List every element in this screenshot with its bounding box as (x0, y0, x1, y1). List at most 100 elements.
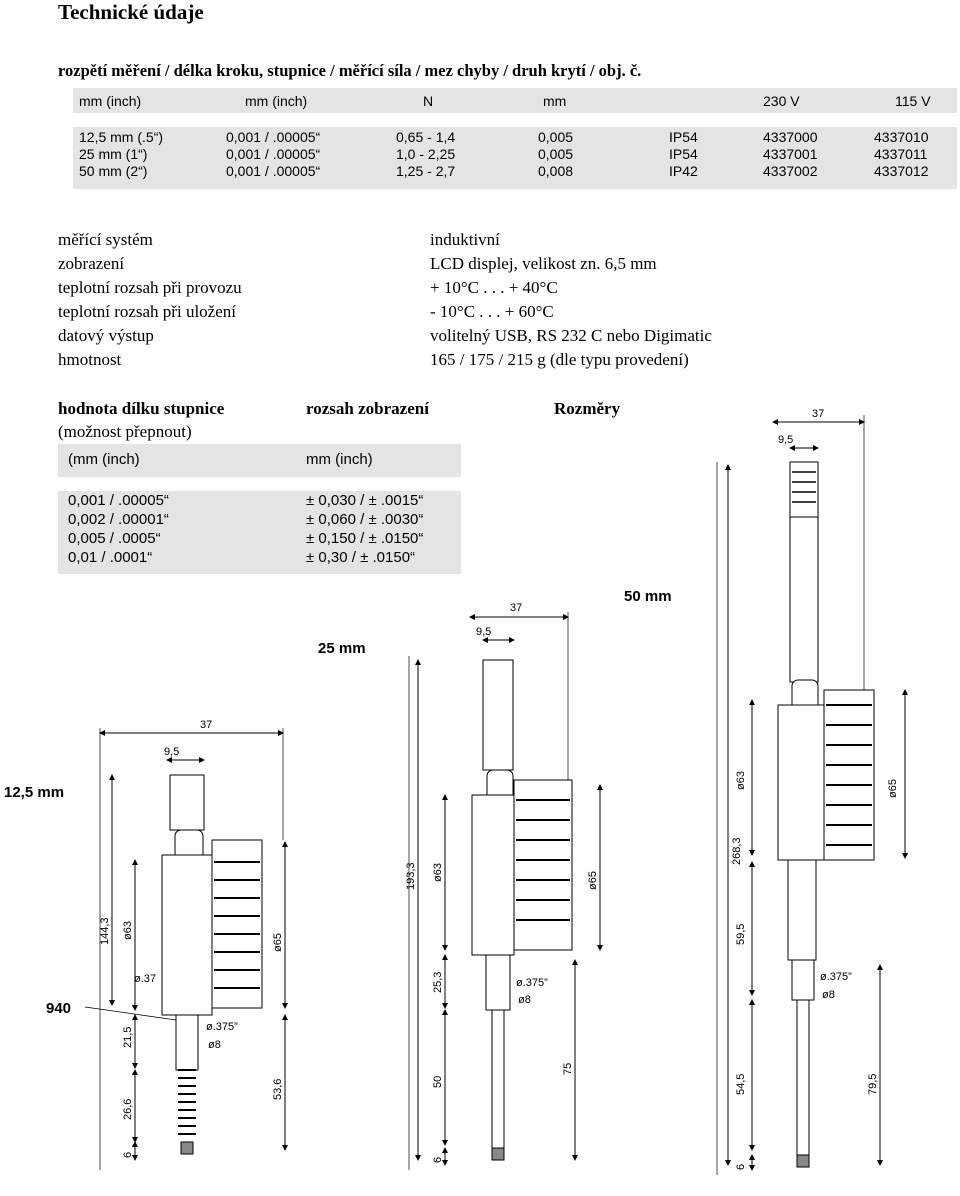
table2-cell: ± 0,30 / ± .0150“ (306, 549, 416, 566)
dim-label: ø8 (208, 1039, 221, 1051)
dim-label: 59,5 (735, 924, 747, 945)
spec-value: 165 / 175 / 215 g (dle typu provedení) (430, 350, 689, 369)
dim-label: ø8 (518, 994, 531, 1006)
table1-header-step: mm (inch) (245, 93, 308, 109)
range-heading: rozsah zobrazení (306, 399, 429, 418)
table1-cell: 4337012 (874, 163, 929, 179)
table1-header-force: N (423, 93, 434, 109)
dim-label: 193,3 (405, 862, 417, 890)
resolution-table: (mm (inch) mm (inch) 0,001 / .00005“ ± 0… (58, 444, 461, 574)
dim-label: ø65 (587, 871, 599, 890)
dim-label: 75 (562, 1063, 574, 1075)
dim-label: 9,5 (476, 626, 491, 638)
table1-cell: 0,001 / .00005“ (226, 163, 321, 179)
table2-cell: ± 0,030 / ± .0015“ (306, 492, 424, 509)
table1-cell: 0,001 / .00005“ (226, 129, 321, 145)
dim-label: ø.375” (820, 971, 852, 983)
table2-cell: ± 0,150 / ± .0150“ (306, 530, 424, 547)
table1-cell: IP54 (669, 129, 698, 145)
spec-label: datový výstup (58, 326, 154, 345)
dim-label: 50 (432, 1076, 444, 1088)
drawing-label-50: 50 mm (624, 588, 672, 605)
table1-cell: IP54 (669, 146, 698, 162)
table1-cell: 12,5 mm (.5“) (79, 129, 164, 145)
table2-cell: 0,005 / .0005“ (68, 530, 161, 547)
dim-label: 54,5 (735, 1074, 747, 1095)
table1-cell: IP42 (669, 163, 698, 179)
table1-cell: 1,25 - 2,7 (396, 163, 456, 179)
resolution-heading: hodnota dílku stupnice (58, 399, 225, 418)
page-title: Technické údaje (58, 0, 204, 24)
table1-cell: 4337002 (763, 163, 818, 179)
spec-label: teplotní rozsah při uložení (58, 302, 236, 321)
drawing-50mm (716, 415, 908, 1175)
dim-label: 268,3 (731, 837, 743, 865)
table1-header-error: mm (543, 93, 567, 109)
dim-label: 6 (735, 1164, 747, 1170)
table1-cell: 1,0 - 2,25 (396, 146, 456, 162)
table1-caption: rozpětí měření / délka kroku, stupnice /… (58, 61, 642, 80)
dim-label: ø63 (432, 863, 444, 882)
spec-label: hmotnost (58, 350, 122, 369)
table1-cell: 25 mm (1“) (79, 146, 148, 162)
spec-value: + 10°C . . . + 40°C (430, 278, 558, 297)
spec-label: zobrazení (58, 254, 125, 273)
table1-cell: 4337010 (874, 129, 929, 145)
table1-cell: 4337001 (763, 146, 818, 162)
dim-label: ø63 (122, 921, 134, 940)
table1-cell: 0,005 (538, 146, 574, 162)
table2-cell: ± 0,060 / ± .0030“ (306, 511, 424, 528)
table1-separator (73, 113, 957, 127)
table2-header: mm (inch) (306, 451, 373, 468)
table1-cell: 0,008 (538, 163, 574, 179)
part-number-label: 940 (46, 1000, 71, 1017)
dim-label: 25,3 (432, 972, 444, 993)
table1-cell: 4337011 (874, 146, 928, 162)
table1-cell: 50 mm (2“) (79, 163, 148, 179)
dim-label: ø.37 (134, 973, 156, 985)
table2-header: (mm (inch) (68, 451, 140, 468)
spec-value: LCD displej, velikost zn. 6,5 mm (430, 254, 657, 273)
drawing-label-12-5: 12,5 mm (4, 784, 64, 801)
table1-cell: 4337000 (763, 129, 818, 145)
table1-cell: 0,001 / .00005“ (226, 146, 321, 162)
table2-cell: 0,001 / .00005“ (68, 492, 169, 509)
dim-label: 37 (510, 602, 522, 614)
dim-label: ø65 (272, 933, 284, 952)
dim-label: 9,5 (164, 746, 179, 758)
drawing-12-5mm (84, 728, 288, 1170)
table1-cell: 0,65 - 1,4 (396, 129, 456, 145)
dim-label: 37 (200, 719, 212, 731)
table2-separator (58, 477, 461, 491)
dim-label: ø.375” (206, 1021, 238, 1033)
drawing-label-25: 25 mm (318, 640, 366, 657)
drawing-25mm (408, 612, 603, 1170)
spec-value: induktivní (430, 230, 500, 249)
spec-label: teplotní rozsah při provozu (58, 278, 242, 297)
dim-label: 26,6 (122, 1099, 134, 1120)
dimensions-heading: Rozměry (554, 399, 621, 418)
table2-cell: 0,01 / .0001“ (68, 549, 153, 566)
dim-label: 79,5 (867, 1074, 879, 1095)
spec-label: měřící systém (58, 230, 153, 249)
table1-header-range: mm (inch) (79, 93, 142, 109)
dim-label: 53,6 (272, 1079, 284, 1100)
table1-cell: 0,005 (538, 129, 574, 145)
dim-label: ø63 (735, 771, 747, 790)
dim-label: ø.375” (516, 977, 548, 989)
dim-label: ø65 (887, 779, 899, 798)
spec-value: - 10°C . . . + 60°C (430, 302, 554, 321)
dim-label: 21,5 (122, 1027, 134, 1048)
spec-value: volitelný USB, RS 232 C nebo Digimatic (430, 326, 712, 345)
table1-header-115v: 115 V (895, 93, 931, 109)
dim-label: 6 (432, 1157, 444, 1163)
dim-label: 37 (812, 408, 824, 420)
table1-header-230v: 230 V (763, 93, 800, 109)
dim-label: 6 (122, 1152, 134, 1158)
resolution-subheading: (možnost přepnout) (58, 422, 192, 441)
dim-label: ø8 (822, 989, 835, 1001)
dim-label: 144,3 (99, 917, 111, 945)
table2-cell: 0,002 / .00001“ (68, 511, 169, 528)
specs-order-table: mm (inch) mm (inch) N mm 230 V 115 V 12,… (73, 88, 957, 189)
